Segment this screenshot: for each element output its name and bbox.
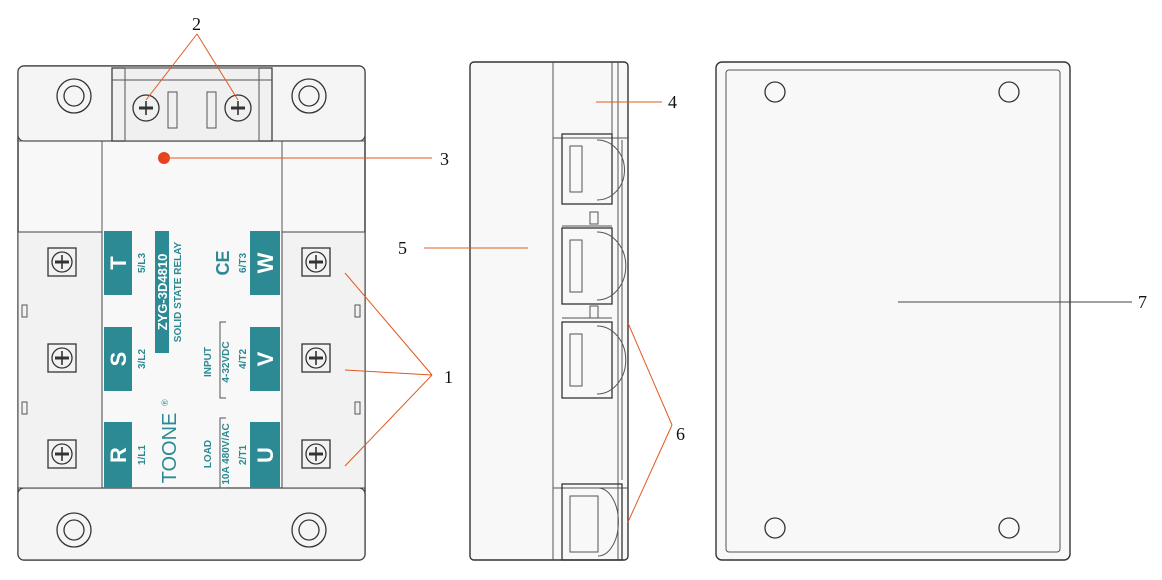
side-terminal-3 <box>561 321 627 399</box>
load-screw-w-icon <box>301 247 331 277</box>
side-input-connector <box>561 483 623 561</box>
terminal-letter-s: S <box>106 352 131 367</box>
callout-1: 1 <box>444 367 453 387</box>
load-value: 10A 480V/AC <box>221 423 232 484</box>
input-screw-right-icon <box>224 94 252 122</box>
terminal-letter-t: T <box>106 256 131 270</box>
callout-6: 6 <box>676 424 685 444</box>
mounting-hole-br <box>291 512 327 548</box>
callout-7: 7 <box>1138 292 1147 312</box>
load-screw-v-icon <box>301 343 331 373</box>
mounting-hole-tr <box>291 78 327 114</box>
model-band <box>155 231 169 353</box>
brand-logo: TOONE <box>159 413 181 484</box>
back-view <box>715 61 1071 561</box>
back-hole-tl <box>764 81 786 103</box>
input-label: INPUT <box>203 347 214 377</box>
load-screw-r-icon <box>47 439 77 469</box>
front-view: T S R W V U 5/L3 3/L2 1/L1 6/T3 4/T2 2/T… <box>17 65 366 561</box>
input-value: 4-32VDC <box>221 341 232 382</box>
back-hole-br <box>998 517 1020 539</box>
side-body <box>469 61 629 561</box>
back-hole-bl <box>764 517 786 539</box>
label-block-w <box>250 231 280 295</box>
terminal-letter-w: W <box>253 252 278 273</box>
back-hole-tr <box>998 81 1020 103</box>
side-terminal-1 <box>561 133 625 205</box>
terminal-letter-r: R <box>106 447 131 463</box>
terminal-sub-u: 2/T1 <box>238 445 249 465</box>
registered-mark: ® <box>160 399 170 406</box>
load-screw-t-icon <box>47 247 77 277</box>
model-number: ZYG-3D4810 <box>155 254 170 331</box>
back-body <box>715 61 1071 561</box>
terminal-sub-t: 5/L3 <box>137 253 148 273</box>
label-block-v <box>250 327 280 391</box>
leader-lines <box>145 33 1132 523</box>
terminal-sub-s: 3/L2 <box>137 349 148 369</box>
load-screw-u-icon <box>301 439 331 469</box>
terminal-sub-r: 1/L1 <box>137 445 148 465</box>
callout-3: 3 <box>440 149 449 169</box>
label-block-r <box>104 422 132 488</box>
terminal-letter-v: V <box>253 351 278 366</box>
input-screw-left-icon <box>132 94 160 122</box>
terminal-letter-u: U <box>253 447 278 463</box>
callout-4: 4 <box>668 92 677 112</box>
callout-5: 5 <box>398 238 407 258</box>
input-terminal-block <box>111 67 273 142</box>
side-view <box>469 61 629 561</box>
side-terminal-2 <box>561 227 627 305</box>
terminal-sub-w: 6/T3 <box>238 253 249 273</box>
product-name: SOLID STATE RELAY <box>173 241 184 342</box>
mounting-hole-tl <box>56 78 92 114</box>
bottom-flange <box>17 487 366 561</box>
mounting-hole-bl <box>56 512 92 548</box>
load-label: LOAD <box>203 440 214 468</box>
label-block-u <box>250 422 280 488</box>
label-block-t <box>104 231 132 295</box>
callout-2: 2 <box>192 14 201 34</box>
ce-mark: CE <box>213 250 233 275</box>
label-block-s <box>104 327 132 391</box>
load-screw-s-icon <box>47 343 77 373</box>
terminal-sub-v: 4/T2 <box>238 349 249 369</box>
